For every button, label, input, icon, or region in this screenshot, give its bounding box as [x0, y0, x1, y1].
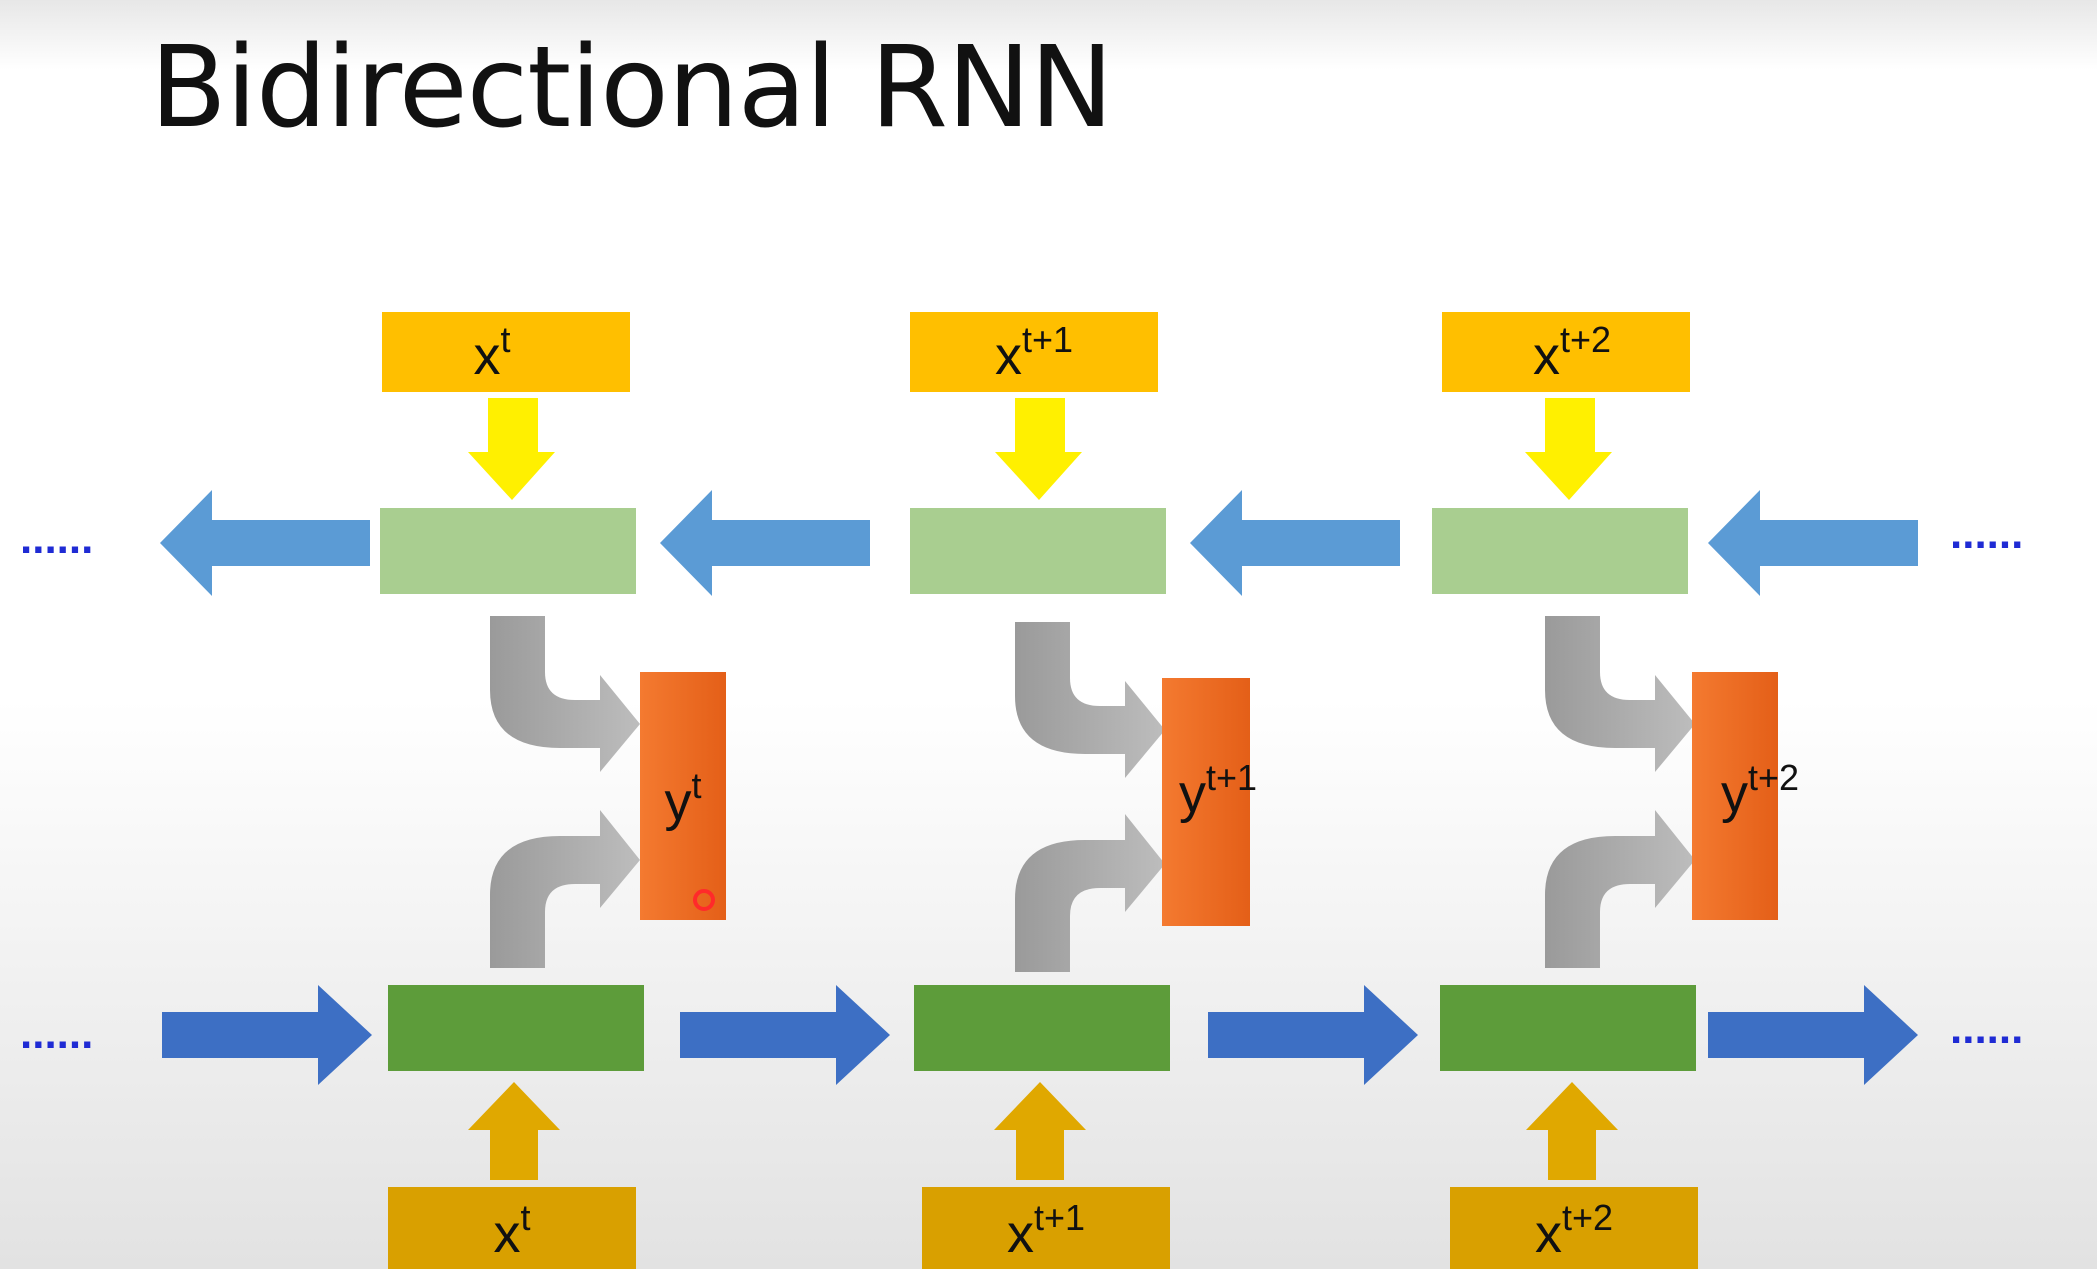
input-top-label: xt+2 [1533, 319, 1611, 386]
input-bottom-arrow [1526, 1082, 1618, 1180]
backward-cell [380, 508, 636, 594]
input-bottom-label: xt+1 [1007, 1197, 1085, 1264]
output-label: yt+2 [1721, 757, 1799, 824]
backward-cell [910, 508, 1166, 594]
forward-arrow-2 [680, 985, 890, 1085]
left-ellipsis-backward: ...... [20, 514, 93, 563]
merge-arrow-from-backward [490, 616, 640, 772]
backward-arrow-1 [160, 490, 370, 596]
input-bottom-arrow [468, 1082, 560, 1180]
input-bottom-label: xt [493, 1197, 530, 1264]
time-step-1: xt yt xt [380, 312, 726, 1269]
input-bottom-arrow [994, 1082, 1086, 1180]
backward-arrow-4 [1708, 490, 1918, 596]
time-step-3: xt+2 yt+2 xt+2 [1432, 312, 1799, 1269]
merge-arrow-from-backward [1545, 616, 1695, 772]
input-bottom-box [1450, 1187, 1698, 1269]
input-bottom-box [922, 1187, 1170, 1269]
input-top-box [1442, 312, 1690, 392]
left-ellipsis-forward: ...... [20, 1009, 93, 1058]
output-box [640, 672, 726, 920]
forward-cell [388, 985, 644, 1071]
input-top-box [382, 312, 630, 392]
input-top-arrow [1525, 398, 1612, 500]
right-ellipsis-forward: ...... [1950, 1004, 2023, 1053]
output-box [1692, 672, 1778, 920]
merge-arrow-from-forward [490, 810, 640, 968]
backward-arrow-3 [1190, 490, 1400, 596]
merge-arrow-from-forward [1015, 814, 1165, 972]
right-ellipsis-backward: ...... [1950, 509, 2023, 558]
merge-arrow-from-forward [1545, 810, 1695, 968]
backward-cell [1432, 508, 1688, 594]
input-top-label: xt [473, 319, 510, 386]
output-box [1162, 678, 1250, 926]
input-top-box [910, 312, 1158, 392]
input-bottom-box [388, 1187, 636, 1269]
output-label: yt+1 [1179, 757, 1257, 824]
input-top-arrow [995, 398, 1082, 500]
input-top-label: xt+1 [995, 319, 1073, 386]
forward-arrow-3 [1208, 985, 1418, 1085]
output-label: yt [664, 765, 701, 832]
forward-cell [1440, 985, 1696, 1071]
backward-arrow-2 [660, 490, 870, 596]
cursor-pointer-icon [693, 889, 715, 911]
merge-arrow-from-backward [1015, 622, 1165, 778]
forward-arrow-1 [162, 985, 372, 1085]
slide-title: Bidirectional RNN [150, 23, 1114, 153]
input-bottom-label: xt+2 [1535, 1197, 1613, 1264]
forward-cell [914, 985, 1170, 1071]
time-step-2: xt+1 yt+1 xt+1 [910, 312, 1257, 1269]
forward-arrow-4 [1708, 985, 1918, 1085]
input-top-arrow [468, 398, 555, 500]
